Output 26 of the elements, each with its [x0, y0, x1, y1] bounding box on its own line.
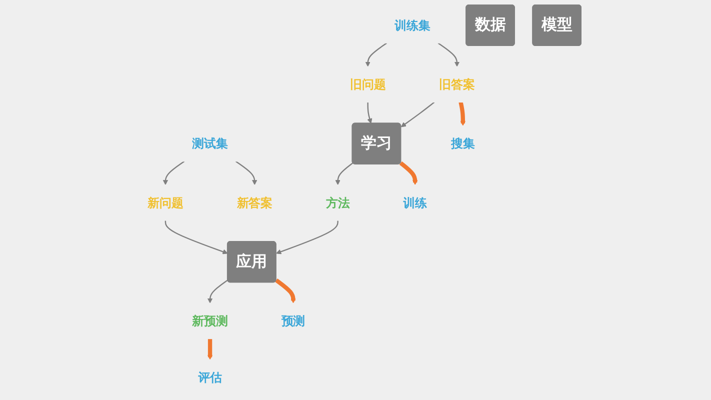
- node-text: 训练: [403, 196, 427, 210]
- arrow: [438, 42, 460, 67]
- arrow: [235, 160, 258, 186]
- node-text: 测试集: [192, 136, 228, 151]
- node-text: 新预测: [192, 314, 228, 328]
- arrow: [400, 102, 435, 128]
- node-text: 方法: [326, 196, 350, 210]
- arrow: [335, 162, 354, 186]
- node-text: 训练集: [394, 18, 430, 32]
- node-text: 搜集: [451, 136, 475, 151]
- arrow: [458, 102, 466, 126]
- node-text: 旧答案: [439, 77, 475, 92]
- node-text: 旧问题: [350, 77, 386, 92]
- arrow: [207, 280, 228, 304]
- arrow: [164, 220, 228, 254]
- arrow: [275, 278, 296, 304]
- arrow: [207, 338, 213, 360]
- arrow: [276, 220, 338, 254]
- node-text: 新问题: [148, 196, 184, 210]
- node-text: 新答案: [236, 196, 272, 210]
- node-text: 评估: [198, 370, 222, 385]
- arrow: [365, 42, 388, 67]
- arrow: [399, 161, 418, 186]
- arrow: [367, 102, 372, 124]
- arrow: [162, 160, 185, 186]
- node-text: 预测: [281, 314, 306, 328]
